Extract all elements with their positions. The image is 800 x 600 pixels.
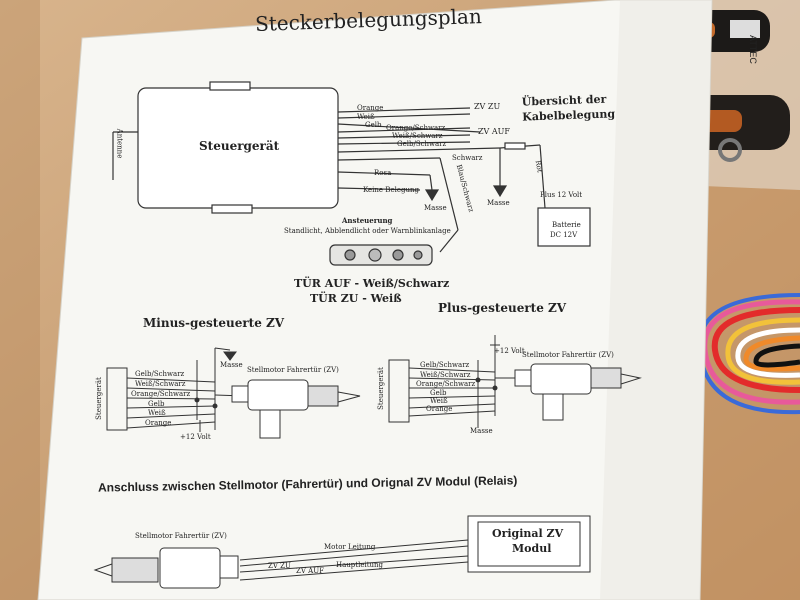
plus-wire-2: Weiß/Schwarz: [420, 371, 471, 379]
door-open-label: TÜR AUF - Weiß/Schwarz: [294, 277, 450, 290]
plus-plus-label: +12 Volt: [494, 347, 525, 355]
haupt-leitung-label: Hauptleitung: [336, 561, 384, 569]
connection-motor-body: [159, 547, 221, 589]
minus-plus-label: +12 Volt: [180, 433, 211, 441]
wire-label-orange: Orange: [357, 104, 384, 112]
wire-label-pink: Rosa: [374, 169, 392, 177]
zv-module-line1: Original ZV: [492, 527, 564, 540]
battery-label-1: Batterie: [552, 221, 581, 229]
plus-wire-6: Orange: [426, 405, 453, 413]
minus-wire-5: Weiß: [148, 409, 166, 417]
wire-label-yellow: Gelb: [365, 121, 382, 129]
ansteuerung-desc: Standlicht, Abblendlicht oder Warnblinka…: [284, 227, 451, 235]
overview-title: Übersicht der Kabelbelegung: [521, 92, 616, 124]
wire-label-black: Schwarz: [452, 154, 483, 162]
control-unit-label: Steuergerät: [199, 139, 280, 153]
minus-wire-6: Orange: [145, 419, 172, 427]
masse-label-2: Masse: [487, 199, 510, 207]
plus-side-label: Steuergerät: [376, 367, 385, 410]
minus-wire-4: Gelb: [148, 400, 165, 408]
minus-wire-2: Weiß/Schwarz: [135, 380, 186, 388]
door-close-label: TÜR ZU - Weiß: [310, 292, 402, 305]
wire-label-orange-black: Orange/Schwarz: [386, 124, 446, 132]
wire-label-red: Rot: [533, 159, 544, 174]
plus-wire-4: Gelb: [430, 389, 447, 397]
wire-label-unused: Keine Belegung: [363, 186, 419, 194]
zv-auf-label: ZV AUF: [478, 127, 510, 136]
plus-section-title: Plus-gesteuerte ZV: [438, 301, 567, 315]
connection-motor-label: Stellmotor Fahrertür (ZV): [135, 532, 227, 540]
connection-zv-auf-label: ZV AUF: [296, 567, 324, 575]
masse-label-1: Masse: [424, 204, 447, 212]
wire-label-yellow-black: Gelb/Schwarz: [397, 140, 447, 148]
minus-wire-1: Gelb/Schwarz: [135, 370, 185, 378]
minus-section-title: Minus-gesteuerte ZV: [143, 316, 285, 330]
antenna-label: Antenne: [115, 128, 124, 159]
motor-leitung-label: Motor Leitung: [324, 543, 376, 551]
minus-motor-body: [247, 379, 309, 411]
wire-label-white-black: Weiß/Schwarz: [392, 132, 443, 140]
plus-wire-5: Weiß: [430, 397, 448, 405]
plus-12-volt-label: Plus 12 Volt: [540, 191, 583, 199]
plus-wire-1: Gelb/Schwarz: [420, 361, 470, 369]
minus-motor-label: Stellmotor Fahrertür (ZV): [247, 366, 339, 374]
minus-masse-label: Masse: [220, 361, 243, 369]
plus-motor-body: [530, 363, 592, 395]
ansteuerung-title: Ansteuerung: [342, 216, 393, 225]
battery-box: [537, 207, 591, 247]
wire-label-white: Weiß: [357, 113, 375, 121]
connection-zv-zu-label: ZV ZU: [268, 562, 291, 570]
zv-module-box: [467, 515, 591, 573]
minus-wire-3: Orange/Schwarz: [131, 390, 191, 398]
zv-module-line2: Modul: [512, 542, 552, 555]
zv-zu-label: ZV ZU: [474, 102, 501, 111]
battery-label-2: DC 12V: [550, 231, 578, 239]
plus-wire-3: Orange/Schwarz: [416, 380, 476, 388]
plus-masse-label: Masse: [470, 427, 493, 435]
plus-motor-label: Stellmotor Fahrertür (ZV): [522, 351, 614, 359]
minus-side-label: Steuergerät: [94, 377, 103, 420]
